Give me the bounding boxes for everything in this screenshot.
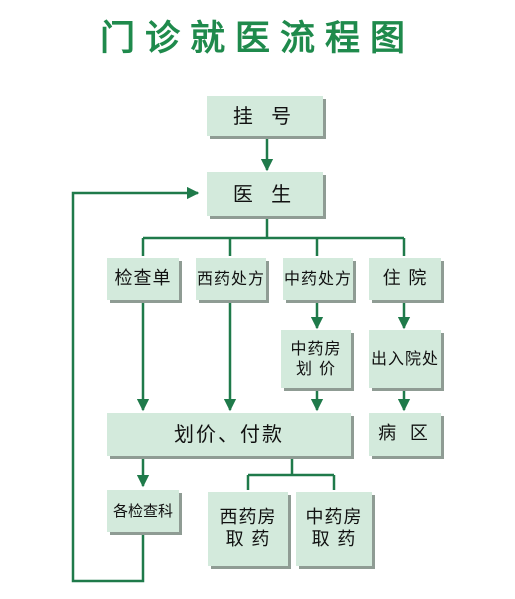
node-jianchadan: 检查单	[107, 258, 179, 300]
node-zhongyao-chufang: 中药处方	[283, 258, 353, 300]
node-zhongyaofang-quyao: 中药房 取 药	[296, 492, 372, 566]
node-ge-jianchake: 各检查科	[107, 490, 179, 532]
node-xiyaofang-quyao: 西药房 取 药	[208, 492, 288, 566]
page-title: 门诊就医流程图	[99, 19, 415, 59]
node-churuyuanchu: 出入院处	[369, 330, 441, 388]
node-guahao: 挂 号	[207, 96, 323, 136]
node-zhongyaofang-huajia: 中药房 划 价	[281, 330, 351, 388]
node-zhuyuan: 住 院	[369, 258, 441, 300]
node-xiyao-chufang: 西药处方	[196, 258, 266, 300]
node-bingqu: 病 区	[369, 413, 441, 456]
node-huajia-fukuan: 划价、付款	[107, 413, 351, 456]
arrow-loop-back-yisheng	[71, 186, 200, 583]
node-yisheng: 医 生	[207, 172, 323, 216]
